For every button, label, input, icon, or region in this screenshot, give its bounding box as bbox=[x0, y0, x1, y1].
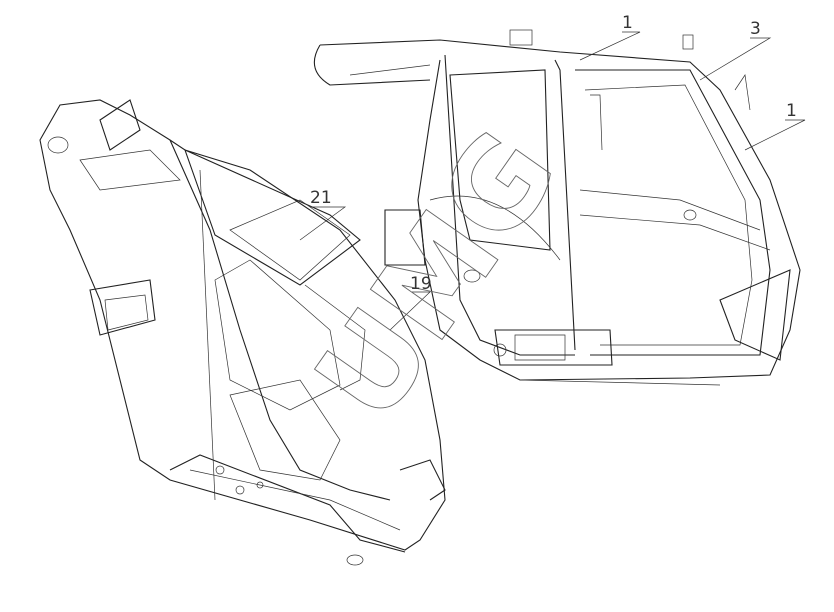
callout-leaders bbox=[299, 31, 806, 331]
watermark-text: UMG bbox=[290, 107, 585, 445]
callout-1-top: 1 bbox=[622, 13, 633, 33]
callout-1-right: 1 bbox=[786, 101, 797, 121]
callout-21: 21 bbox=[310, 188, 332, 208]
right-cab-frame bbox=[313, 29, 801, 386]
watermark-logo: UMG bbox=[289, 107, 585, 446]
callout-19: 19 bbox=[410, 274, 432, 294]
callout-3: 3 bbox=[750, 19, 761, 39]
left-cab-frame bbox=[39, 99, 446, 566]
